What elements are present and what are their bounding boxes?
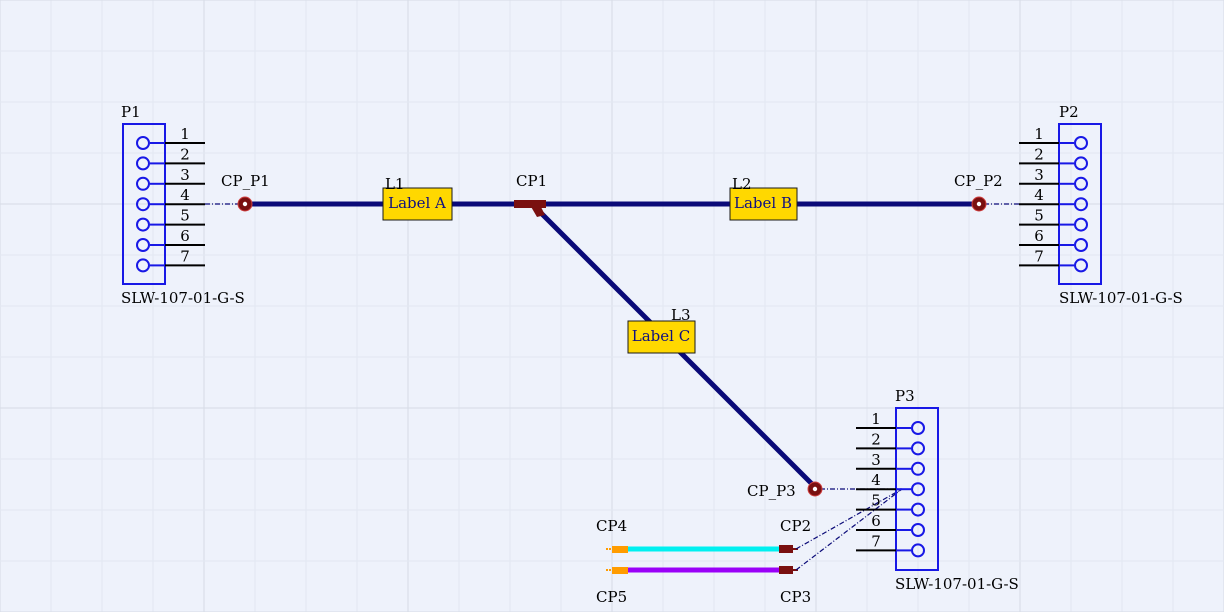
pin-2[interactable]: 2 [1019, 145, 1088, 171]
cp-p2-label: CP_P2 [954, 172, 1003, 190]
label-b-text: Label B [734, 194, 792, 212]
pin-5[interactable]: 5 [1019, 207, 1088, 232]
p3-part: SLW-107-01-G-S [895, 575, 1019, 593]
pin-3[interactable]: 3 [1019, 166, 1088, 191]
pin-number: 5 [180, 207, 190, 225]
wire-cyan[interactable] [606, 545, 798, 553]
l2-ref: L2 [732, 175, 752, 193]
pin-number: 7 [871, 532, 881, 550]
pin-6[interactable]: 6 [1019, 227, 1088, 252]
p1-part: SLW-107-01-G-S [121, 289, 245, 307]
pin-number: 3 [1034, 166, 1044, 184]
junction-cp1[interactable] [514, 200, 546, 217]
cp4-end-marker [612, 546, 628, 553]
pin-2[interactable]: 2 [856, 430, 925, 456]
l1-ref: L1 [385, 175, 405, 193]
label-c-text: Label C [632, 327, 690, 345]
pin-7[interactable]: 7 [1019, 247, 1088, 273]
pin-7[interactable]: 7 [136, 247, 205, 273]
pin-number: 6 [871, 512, 881, 530]
p1-ref: P1 [121, 103, 141, 121]
pin-number: 5 [1034, 207, 1044, 225]
pin-number: 1 [871, 410, 881, 428]
pin-5[interactable]: 5 [856, 492, 925, 517]
pin-6[interactable]: 6 [136, 227, 205, 252]
pin-number: 2 [871, 430, 881, 448]
pin-4[interactable]: 4 [856, 471, 925, 497]
pin-number: 2 [1034, 145, 1044, 163]
connector-p3[interactable]: 1 2 3 4 5 6 7 [856, 407, 939, 571]
pin-number: 4 [1034, 186, 1044, 204]
cp-p3-label: CP_P3 [747, 482, 796, 500]
pin-number: 4 [871, 471, 881, 489]
pin-number: 2 [180, 145, 190, 163]
pin-5[interactable]: 5 [136, 207, 205, 232]
pin-number: 1 [180, 125, 190, 143]
connector-p2[interactable]: 1 2 3 4 5 6 7 [1019, 123, 1102, 285]
wire-purple[interactable] [606, 566, 798, 574]
pin-3[interactable]: 3 [136, 166, 205, 191]
cp2-end-marker [779, 545, 793, 553]
cp-p2-marker[interactable] [971, 196, 987, 212]
cp5-label: CP5 [596, 588, 627, 606]
cp5-end-marker [612, 567, 628, 574]
connector-p1[interactable]: 1 2 3 4 5 6 7 [122, 123, 205, 285]
pin-number: 3 [180, 166, 190, 184]
pin-3[interactable]: 3 [856, 451, 925, 476]
pin-4[interactable]: 4 [136, 186, 205, 212]
pin-number: 6 [1034, 227, 1044, 245]
pin-1[interactable]: 1 [136, 125, 205, 150]
cp1-label: CP1 [516, 172, 547, 190]
p2-part: SLW-107-01-G-S [1059, 289, 1183, 307]
cp-p1-marker[interactable] [237, 196, 253, 212]
pin-number: 3 [871, 451, 881, 469]
cp2-label: CP2 [780, 517, 811, 535]
pin-number: 1 [1034, 125, 1044, 143]
pin-number: 7 [180, 247, 190, 265]
cp-p3-marker[interactable] [807, 481, 823, 497]
pin-number: 6 [180, 227, 190, 245]
label-box-b[interactable]: Label B [729, 187, 798, 221]
pin-2[interactable]: 2 [136, 145, 205, 171]
pin-1[interactable]: 1 [1019, 125, 1088, 150]
pin-number: 7 [1034, 247, 1044, 265]
label-box-c[interactable]: Label C [627, 320, 696, 354]
p2-ref: P2 [1059, 103, 1079, 121]
p3-ref: P3 [895, 387, 915, 405]
cp3-label: CP3 [780, 588, 811, 606]
pin-6[interactable]: 6 [856, 512, 925, 537]
cp-p1-label: CP_P1 [221, 172, 270, 190]
cp3-end-marker [779, 566, 793, 574]
label-a-text: Label A [388, 194, 446, 212]
pin-number: 5 [871, 492, 881, 510]
pin-number: 4 [180, 186, 190, 204]
pin-7[interactable]: 7 [856, 532, 925, 558]
l3-ref: L3 [671, 306, 691, 324]
cp4-label: CP4 [596, 517, 627, 535]
pin-4[interactable]: 4 [1019, 186, 1088, 212]
label-box-a[interactable]: Label A [382, 187, 453, 221]
pin-1[interactable]: 1 [856, 410, 925, 435]
